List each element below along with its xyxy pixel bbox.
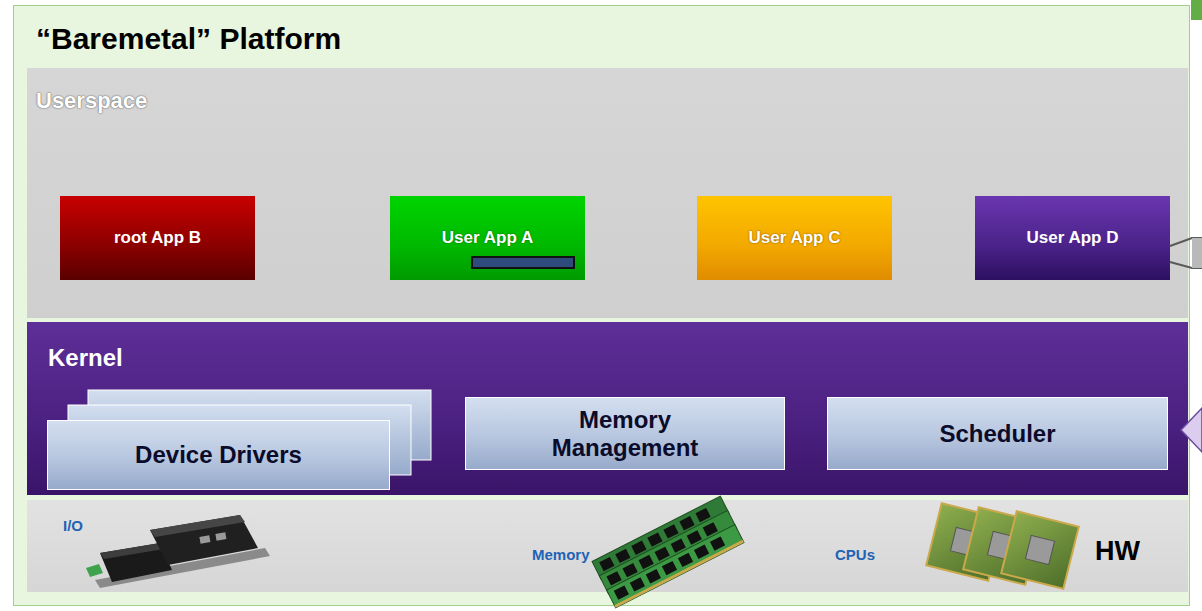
callout-pointer	[1181, 408, 1202, 452]
app-label: User App D	[1027, 228, 1119, 248]
memory-chip	[662, 561, 677, 575]
io-device-icon	[86, 515, 270, 588]
io-module-top	[100, 543, 164, 559]
cpu-chip	[1001, 511, 1079, 589]
hardware-label: I/O	[63, 517, 83, 534]
callout-arrow-fill	[1192, 238, 1202, 268]
hardware-label: HW	[1095, 536, 1140, 567]
driver-page-back	[88, 390, 431, 460]
hardware-label: CPUs	[835, 546, 875, 563]
driver-page-middle	[68, 405, 411, 475]
memory-chip	[646, 569, 661, 583]
hardware-label: Memory	[532, 546, 590, 563]
component-label: Scheduler	[939, 420, 1055, 448]
io-port	[199, 535, 210, 544]
cpu-die	[1025, 535, 1054, 564]
io-module-top	[150, 515, 245, 537]
layer-label: Kernel	[48, 344, 123, 372]
memory-block	[472, 257, 574, 268]
memory-chip	[694, 545, 709, 559]
kernel-component: Device Drivers	[47, 420, 390, 490]
memory-chip	[710, 536, 725, 550]
memory-chip	[614, 585, 629, 599]
corner-tab	[1191, 0, 1202, 20]
terminal-block	[86, 564, 103, 577]
app-label: User App C	[749, 228, 841, 248]
userspace-layer: Userspace root App B User App A User App C U…	[27, 68, 1188, 318]
memory-stick	[607, 525, 744, 608]
kernel-component: Scheduler	[827, 397, 1168, 470]
platform-title: “Baremetal” Platform	[36, 22, 341, 57]
io-module	[150, 515, 258, 565]
gold-contacts	[614, 540, 744, 608]
component-label: Memory Management	[525, 406, 725, 461]
app-box: root App B	[60, 196, 255, 280]
kernel-component: Memory Management	[465, 397, 785, 470]
callout-arrow	[1170, 238, 1202, 268]
memory-icon	[592, 496, 744, 608]
app-label: root App B	[114, 228, 201, 248]
app-box: User App C	[697, 196, 892, 280]
component-label: Device Drivers	[135, 441, 302, 469]
memory-chip	[630, 577, 645, 591]
app-box: User App D	[975, 196, 1170, 280]
cpu-icon	[926, 503, 1079, 589]
app-label: User App A	[442, 228, 533, 248]
io-port	[215, 532, 226, 541]
memory-chip	[678, 553, 693, 567]
layer-label: Userspace	[36, 88, 147, 113]
